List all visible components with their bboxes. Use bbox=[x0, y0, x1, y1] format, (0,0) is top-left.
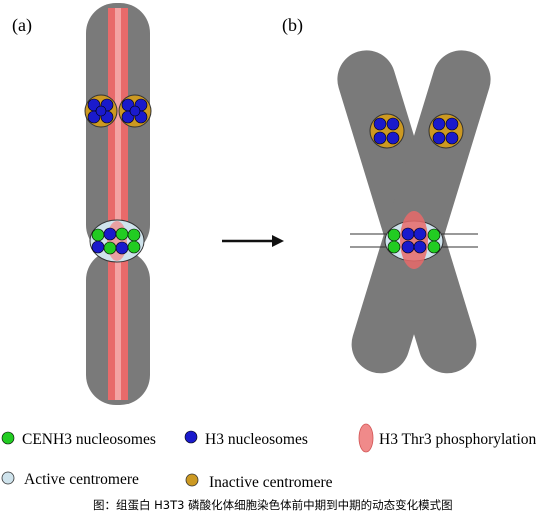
legend-cenh3-swatch bbox=[1, 431, 15, 445]
inactive-centromere-left bbox=[84, 94, 118, 128]
panel-b-label: (b) bbox=[282, 15, 303, 36]
panel-a-label: (a) bbox=[12, 15, 32, 36]
legend-phospho-label: H3 Thr3 phosphorylation bbox=[379, 431, 537, 448]
inactive-centromere-b-right bbox=[428, 113, 464, 149]
figure-caption: 图：组蛋白 H3T3 磷酸化体细胞染色体前中期到中期的动态变化模式图 bbox=[93, 498, 453, 512]
legend-inactive-label: Inactive centromere bbox=[209, 474, 333, 491]
chromosome-metaphase bbox=[337, 50, 491, 374]
transition-arrow bbox=[222, 235, 284, 247]
legend-inactive-swatch bbox=[185, 473, 199, 487]
legend-active-label: Active centromere bbox=[24, 471, 139, 488]
legend-h3-label: H3 nucleosomes bbox=[205, 431, 308, 448]
legend-phospho-swatch bbox=[358, 423, 374, 453]
legend-h3-swatch bbox=[184, 430, 198, 444]
legend-cenh3-label: CENH3 nucleosomes bbox=[22, 431, 156, 448]
phosphorylation-stripe-core bbox=[115, 8, 121, 400]
active-centromere-b bbox=[384, 211, 444, 269]
legend-active-swatch bbox=[1, 471, 15, 485]
chromosome-prometaphase bbox=[84, 3, 152, 405]
inactive-centromere-b-left bbox=[369, 113, 405, 149]
inactive-centromere-right bbox=[118, 94, 152, 128]
active-centromere-a bbox=[89, 219, 145, 263]
legend: CENH3 nucleosomes H3 nucleosomes H3 Thr3… bbox=[1, 423, 537, 491]
